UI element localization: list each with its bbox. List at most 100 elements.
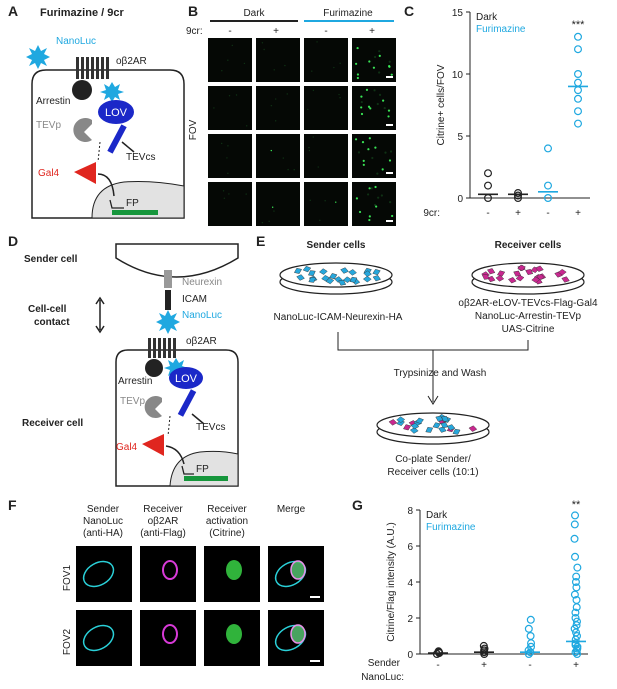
coplate-label-1: Co-plate Sender/ — [395, 454, 471, 465]
panel-b-micrographs — [208, 38, 396, 226]
fov-tile — [304, 182, 348, 226]
panel-a-tevcs-arrow — [121, 141, 135, 153]
dish-cell — [441, 416, 449, 422]
y-axis-label: Citrine/Flag intensity (A.U.) — [386, 522, 397, 641]
panel-d-gal4-label: Gal4 — [116, 442, 138, 453]
x-category-label: + — [515, 208, 521, 219]
cell-speck — [261, 42, 264, 44]
cell-speck — [373, 55, 377, 59]
panel-f-col-1-line-1: Sender — [87, 504, 120, 515]
panel-d-ob2ar-label: oβ2AR — [186, 336, 217, 347]
scale-bar — [386, 76, 393, 78]
x-category-label: + — [573, 660, 579, 671]
cell-speck — [339, 97, 341, 99]
panel-b: B Dark Furimazine 9cr: - + - + FOV — [186, 3, 396, 226]
panel-f-micrographs — [76, 546, 324, 666]
cell-speck — [361, 140, 365, 144]
data-point — [571, 552, 580, 561]
dish-cell — [517, 264, 526, 271]
panel-a: A Furimazine / 9cr NanoLuc oβ2AR Arresti… — [8, 3, 185, 219]
dish-cell — [403, 424, 412, 431]
panel-d-fp-label: FP — [196, 464, 209, 475]
panel-a-fp-gene — [112, 210, 158, 215]
dish-cell — [349, 276, 358, 283]
cell-speck — [309, 199, 311, 202]
merge-receiver — [291, 625, 305, 643]
panel-b-sign-1: - — [228, 26, 231, 37]
cell-speck — [335, 201, 337, 203]
cell-speck — [339, 62, 341, 65]
x-category-label: - — [436, 660, 439, 671]
dish-cell — [525, 269, 534, 275]
cell-speck — [354, 138, 358, 141]
cell-speck — [273, 210, 275, 212]
scale-bar — [386, 220, 393, 222]
panel-a-tevp-label: TEVp — [36, 120, 61, 131]
legend-entry: Furimazine — [476, 24, 526, 35]
cell-speck — [308, 146, 310, 149]
panel-d-contact-label-1: Cell-cell — [28, 304, 67, 315]
coplate-label-2: Receiver cells (10:1) — [387, 467, 478, 478]
cell-speck — [245, 125, 248, 127]
data-point — [543, 181, 552, 190]
cell-speck — [286, 93, 288, 95]
scale-bar — [386, 124, 393, 126]
panel-b-group-furimazine: Furimazine — [323, 8, 373, 19]
dish-cell — [308, 277, 317, 283]
dish-cell — [452, 428, 461, 435]
data-point — [573, 119, 582, 128]
dish-cell — [432, 422, 441, 429]
fov-tile — [304, 134, 348, 178]
scale-bar — [310, 596, 320, 598]
cell-speck — [263, 48, 265, 51]
cell-speck — [358, 210, 362, 214]
data-point — [526, 631, 535, 640]
cell-speck — [360, 106, 363, 109]
panel-f-col-3-line-2: activation — [206, 516, 248, 527]
cell-speck — [389, 150, 393, 153]
merge-receiver-outline — [290, 560, 306, 580]
panel-d-tevp-icon — [144, 395, 162, 418]
dish-cell — [487, 268, 496, 275]
cell-speck — [391, 214, 394, 218]
data-point — [570, 534, 579, 543]
cell-speck — [369, 107, 372, 110]
panel-d-arrestin-label: Arrestin — [118, 376, 152, 387]
cell-speck — [222, 190, 225, 192]
receiver-cells-title: Receiver cells — [495, 240, 562, 251]
sender-cells-title: Sender cells — [307, 240, 366, 251]
cell-speck — [388, 65, 391, 68]
neurexin-icon — [164, 270, 172, 288]
data-point — [484, 169, 493, 178]
dish-cell — [535, 265, 544, 272]
cell-speck — [362, 159, 365, 162]
cell-speck — [356, 76, 359, 80]
cell-speck — [367, 148, 370, 151]
panel-d-fp-gene — [184, 476, 228, 481]
fov-tile — [352, 134, 396, 178]
dish-cell — [325, 277, 335, 285]
dish-cell — [343, 276, 352, 283]
panel-f-col-2-header: Receiver oβ2AR (anti-Flag) — [140, 504, 186, 539]
cell-speck — [356, 46, 359, 50]
cell-speck — [368, 215, 371, 218]
cell-speck — [308, 149, 311, 152]
panel-b-sign-2: + — [273, 26, 279, 37]
data-point — [573, 94, 582, 103]
cell-speck — [388, 159, 392, 162]
panel-d-receptor-icon — [148, 338, 176, 358]
panel-a-tevcs-label: TEVcs — [126, 152, 155, 163]
panel-d-letter: D — [8, 233, 18, 249]
panel-b-sign-3: - — [324, 26, 327, 37]
panel-a-lov-label: LOV — [105, 107, 128, 119]
data-point — [524, 649, 533, 658]
panel-b-9cr-label: 9cr: — [186, 26, 203, 37]
y-tick-label: 2 — [407, 614, 413, 625]
receiver-dish — [471, 262, 585, 295]
fov-tile — [208, 134, 252, 178]
data-point — [527, 642, 536, 651]
cell-speck — [227, 172, 229, 175]
cell-speck — [376, 102, 379, 106]
receiver-construct-3: UAS-Citrine — [502, 324, 555, 335]
